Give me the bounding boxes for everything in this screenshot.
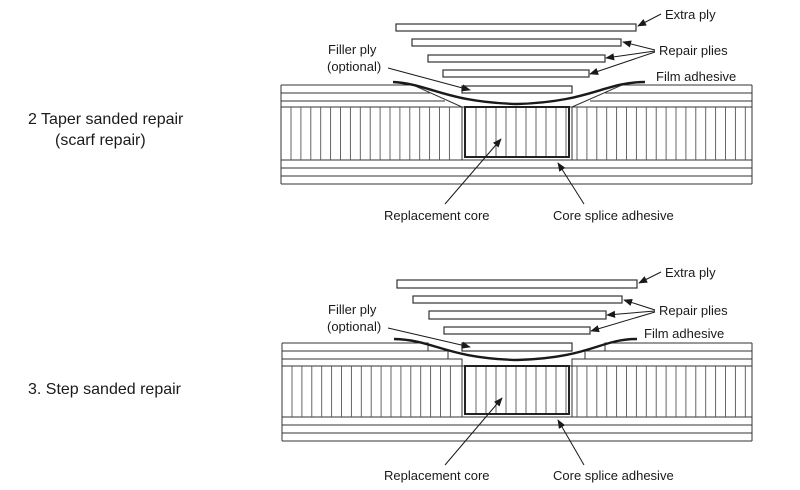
step-label-extra-ply: Extra ply (665, 265, 716, 280)
step-label-core-splice-adhesive: Core splice adhesive (553, 468, 674, 483)
taper-repair-ply-2 (427, 54, 606, 63)
step-repair-ply-1 (412, 295, 623, 304)
step-label-repair-plies: Repair plies (659, 303, 728, 318)
step-panel (281, 342, 753, 442)
taper-leader-arrows (387, 13, 662, 205)
taper-title-line1: 2 Taper sanded repair (28, 111, 184, 128)
taper-title-line2: (scarf repair) (55, 132, 146, 149)
step-label-replacement-core: Replacement core (384, 468, 490, 483)
step-leader-arrows (387, 271, 662, 466)
step-extra-ply (396, 279, 638, 289)
taper-label-replacement-core: Replacement core (384, 208, 490, 223)
taper-label-core-splice-adhesive: Core splice adhesive (553, 208, 674, 223)
step-title-line1: 3. Step sanded repair (28, 381, 182, 398)
taper-extra-ply (395, 23, 637, 32)
step-honeycomb-core (291, 366, 746, 417)
taper-panel (280, 84, 753, 185)
taper-label-extra-ply: Extra ply (665, 7, 716, 22)
taper-label-repair-plies: Repair plies (659, 43, 728, 58)
step-label-filler-optional: (optional) (327, 319, 381, 334)
step-label-film-adhesive: Film adhesive (644, 326, 724, 341)
taper-repair-diagram: 2 Taper sanded repair (scarf repair) (28, 7, 753, 223)
step-repair-ply-3 (443, 326, 591, 335)
taper-filler-ply (461, 85, 573, 94)
step-film-adhesive (393, 337, 638, 362)
taper-film-adhesive (392, 80, 646, 106)
taper-core-splice-outer (461, 106, 573, 161)
taper-repair-ply-3 (442, 69, 590, 78)
step-filler-ply (461, 342, 573, 352)
step-label-filler-ply: Filler ply (328, 302, 377, 317)
taper-replacement-core-box (464, 106, 570, 158)
taper-label-filler-optional: (optional) (327, 59, 381, 74)
step-core-splice-outer (461, 365, 573, 418)
taper-honeycomb-core (290, 107, 746, 160)
taper-label-filler-ply: Filler ply (328, 42, 377, 57)
taper-repair-ply-1 (411, 38, 622, 47)
step-repair-diagram: 3. Step sanded repair (28, 265, 753, 483)
step-replacement-core-box (464, 365, 570, 415)
step-repair-ply-2 (428, 310, 607, 320)
taper-label-film-adhesive: Film adhesive (656, 69, 736, 84)
